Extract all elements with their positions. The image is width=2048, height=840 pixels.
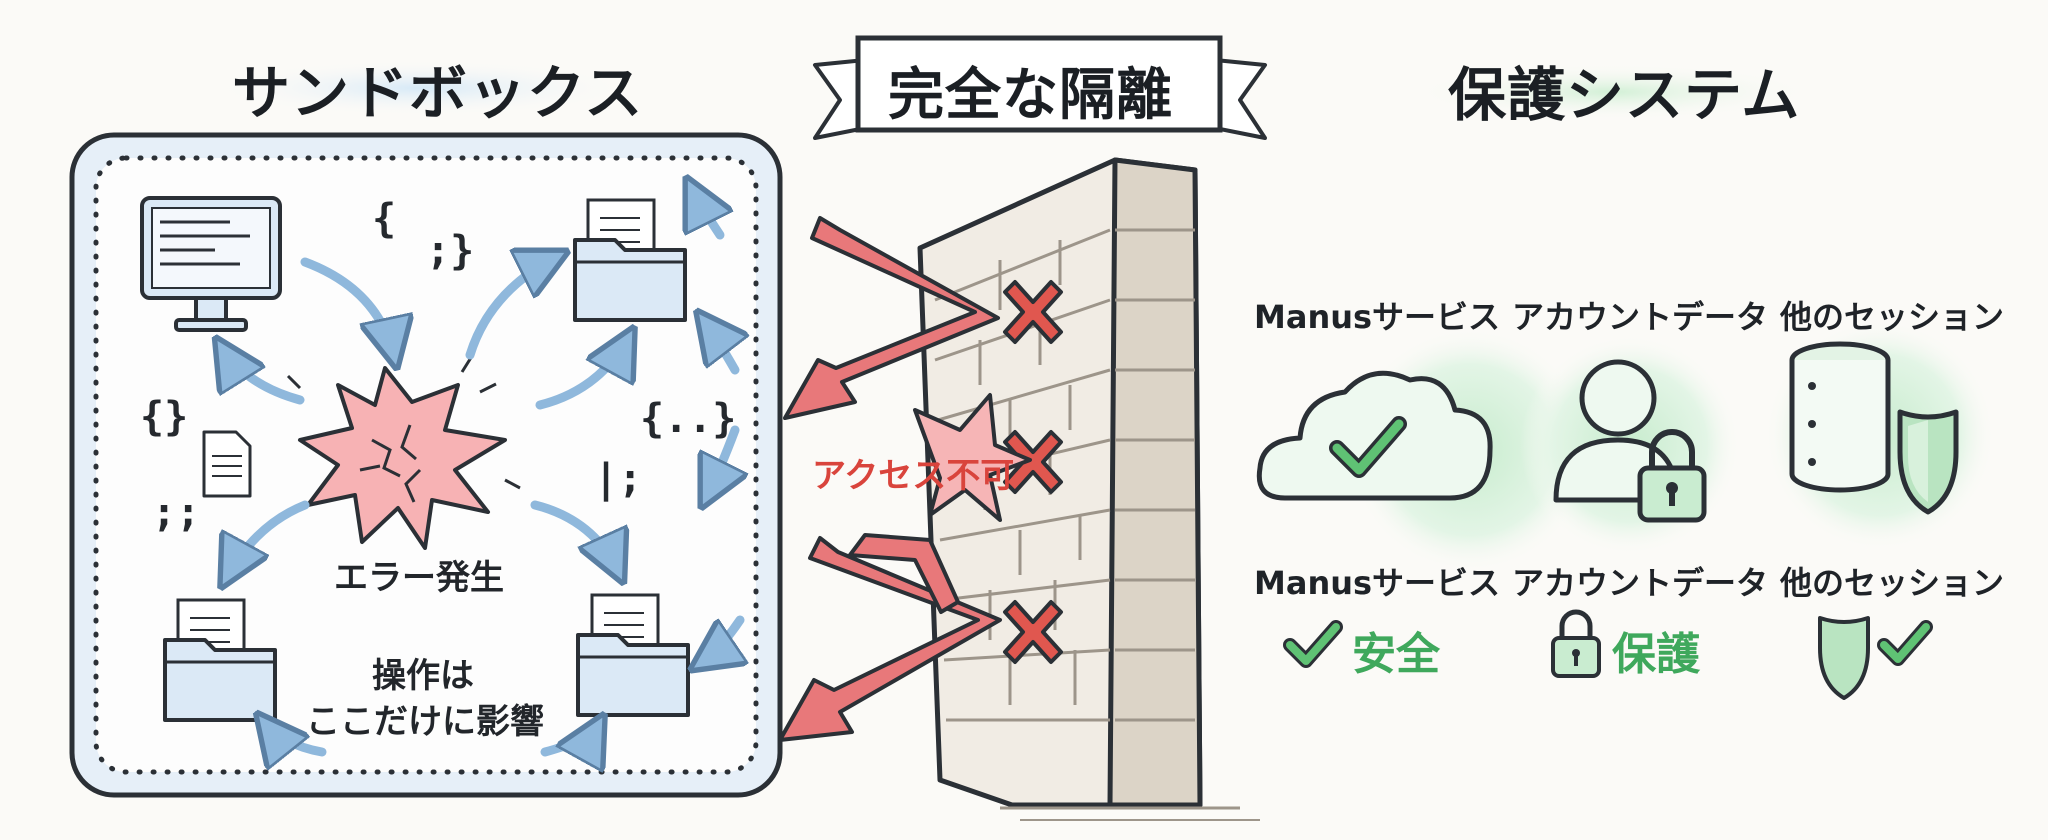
- database-shield-icon: [1789, 341, 1959, 515]
- sandbox-arrows: [220, 185, 740, 752]
- service-label-sessions: 他のセッション: [1780, 298, 2005, 336]
- code-snippet-pipe: |;: [594, 456, 643, 502]
- isolation-banner-label: 完全な隔離: [888, 63, 1173, 128]
- service-label-manus: Manusサービス: [1254, 298, 1501, 336]
- impact-burst-icon: [913, 393, 1032, 522]
- sandbox-title: サンドボックス: [232, 59, 644, 127]
- isolation-banner: [813, 35, 1267, 140]
- cloud-check-icon: [1256, 370, 1493, 501]
- folder-icon-bottom-left: [163, 598, 277, 722]
- status-label-account: アカウントデータ: [1512, 564, 1769, 602]
- code-snippet-semicolons: ;;: [152, 490, 201, 536]
- user-lock-icon: [1553, 359, 1707, 523]
- scope-note-line1: 操作は: [372, 656, 474, 696]
- scope-note-line2: ここだけに影響: [306, 702, 544, 742]
- code-snippet-brace: {: [372, 196, 397, 242]
- monitor-icon: [140, 196, 282, 332]
- folder-icon-bottom-right: [576, 593, 690, 717]
- protection-title-highlight: [1412, 64, 1812, 120]
- error-label: エラー発生: [334, 558, 504, 598]
- service-label-account: アカウントデータ: [1512, 298, 1769, 336]
- sandbox-title-highlight: [210, 60, 630, 116]
- protection-title: 保護システム: [1448, 61, 1801, 129]
- status-label-sessions: 他のセッション: [1780, 564, 2005, 602]
- access-denied-label: アクセス不可: [812, 456, 1015, 496]
- status-label-manus: Manusサービス: [1254, 564, 1501, 602]
- padlock-icon: [1551, 609, 1601, 678]
- document-icon: [202, 430, 252, 498]
- code-snippet-semicolon-brace: ;}: [426, 228, 475, 274]
- check-icon: [1283, 620, 1343, 668]
- code-snippet-braces: {}: [140, 394, 189, 440]
- cross-marks: [1003, 280, 1063, 664]
- code-snippet-dots: {..}: [640, 396, 737, 442]
- shield-check-icon: [1818, 616, 1933, 700]
- status-protected-text: 保護: [1612, 629, 1700, 680]
- folder-icon-top-right: [573, 198, 687, 322]
- blocked-arrows: [778, 216, 1002, 742]
- status-safe-text: 安全: [1352, 629, 1440, 680]
